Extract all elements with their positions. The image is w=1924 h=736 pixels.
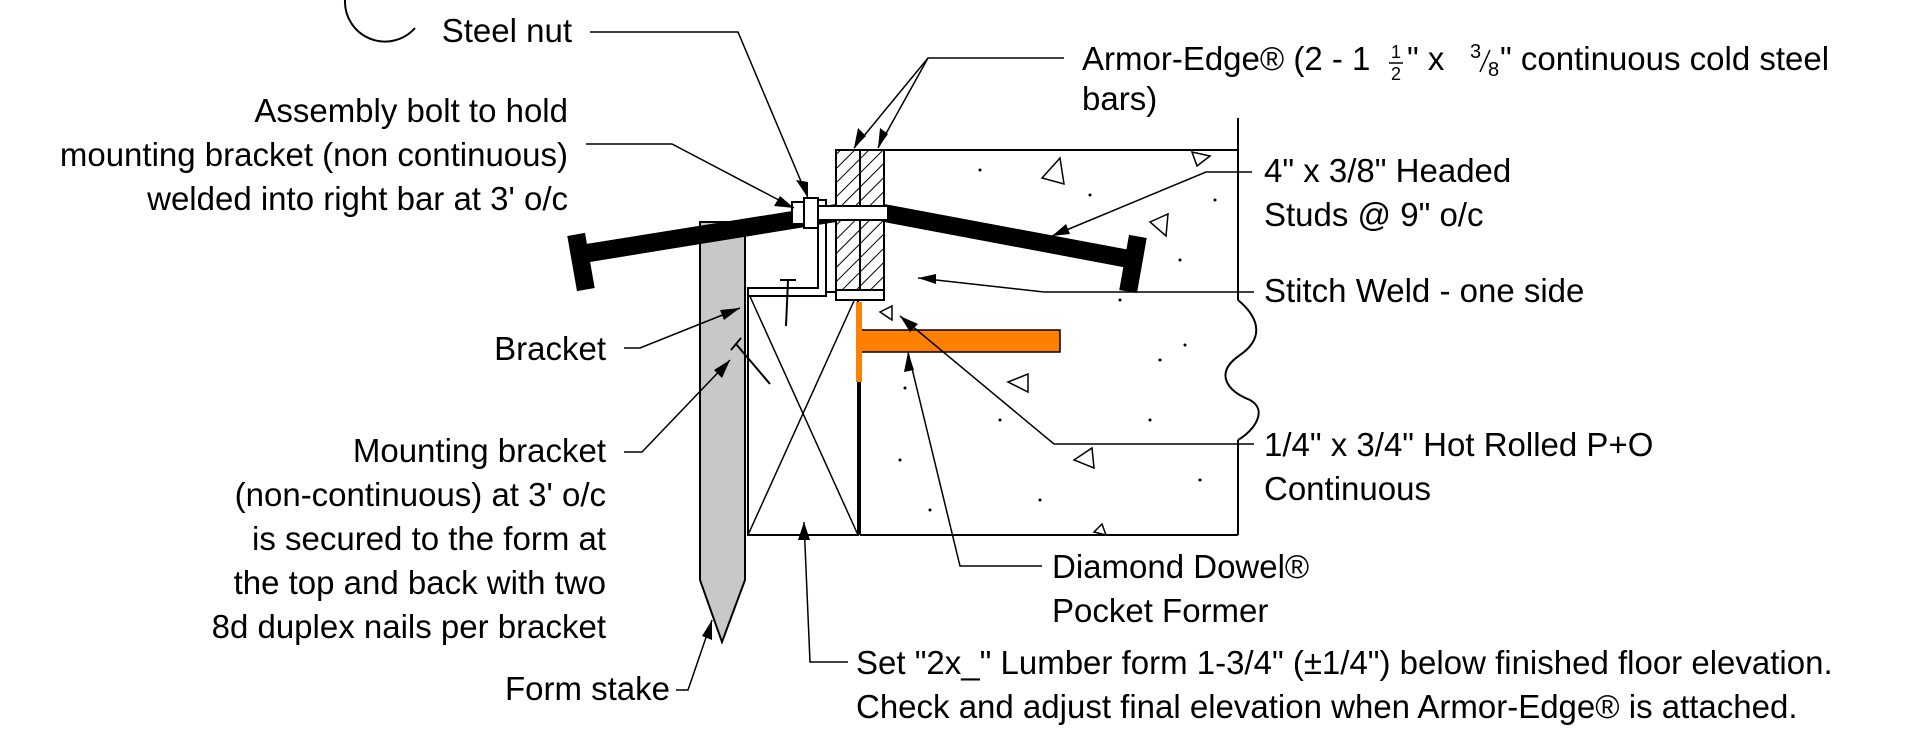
label-headed-studs-1: 4" x 3/8" Headed [1264,152,1511,189]
svg-text:bars): bars) [1082,80,1157,117]
leader-lines [586,31,1254,691]
concrete-slab [859,118,1260,537]
headed-studs [567,204,1147,294]
label-assembly-bolt-2: mounting bracket (non continuous) [60,136,568,173]
label-bracket: Bracket [494,330,606,367]
svg-text:1: 1 [1391,42,1401,62]
detail-circle-mark [343,0,416,43]
label-mounting-bracket-2: (non-continuous) at 3' o/c [235,476,606,513]
label-hot-rolled-1: 1/4" x 3/4" Hot Rolled P+O [1264,426,1653,463]
diamond-dowel-pocket-former [856,302,1061,382]
label-mounting-bracket-1: Mounting bracket [353,432,606,469]
label-hot-rolled-2: Continuous [1264,470,1431,507]
label-assembly-bolt-1: Assembly bolt to hold [254,92,568,129]
label-diamond-dowel-2: Pocket Former [1052,592,1268,629]
label-diamond-dowel-1: Diamond Dowel® [1052,548,1309,585]
svg-text:" continuous cold steel: " continuous cold steel [1500,40,1829,77]
label-mounting-bracket-3: is secured to the form at [252,520,606,557]
label-steel-nut: Steel nut [442,12,572,49]
label-armor-edge: Armor-Edge® (2 - 1 1 2 " x 3 8 " continu… [1082,40,1829,117]
label-mounting-bracket-4: the top and back with two [234,564,606,601]
stitch-weld [835,289,885,301]
svg-text:8: 8 [1488,59,1499,81]
label-stitch-weld: Stitch Weld - one side [1264,272,1584,309]
label-mounting-bracket-5: 8d duplex nails per bracket [212,608,606,645]
label-lumber-form-2: Check and adjust final elevation when Ar… [856,688,1798,725]
label-lumber-form-1: Set "2x_" Lumber form 1-3/4" (±1/4") bel… [856,644,1833,681]
label-form-stake: Form stake [505,670,670,707]
form-stake [699,221,746,645]
lumber-form [747,291,859,536]
svg-text:3: 3 [1470,41,1481,63]
label-headed-studs-2: Studs @ 9" o/c [1264,196,1483,233]
svg-text:Armor-Edge® (2 - 1: Armor-Edge® (2 - 1 [1082,40,1370,77]
svg-text:2: 2 [1391,64,1401,84]
svg-text:" x: " x [1407,40,1445,77]
nails [730,279,796,385]
label-assembly-bolt-3: welded into right bar at 3' o/c [146,180,568,217]
assembly-bolt [791,197,889,229]
